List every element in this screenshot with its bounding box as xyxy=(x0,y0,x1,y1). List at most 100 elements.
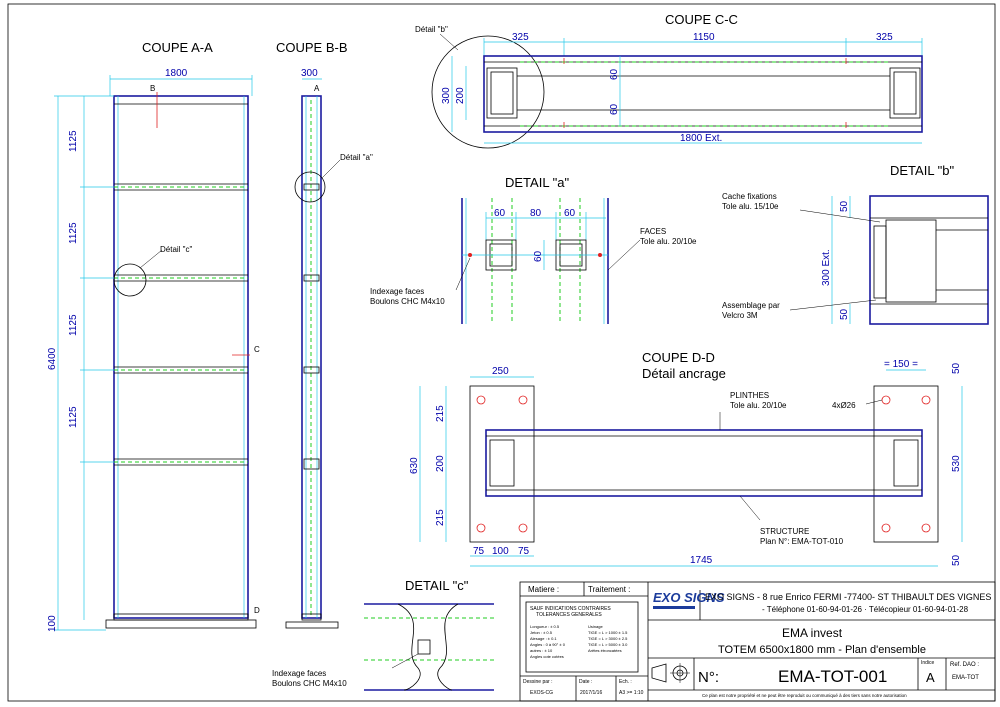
coupe-bb-view: COUPE B-B 300 A Détail "a" xyxy=(276,40,373,629)
detail-a-ref: Détail "a" xyxy=(340,153,373,162)
holes-label: 4xØ26 xyxy=(832,401,856,410)
coupe-aa-title: COUPE A-A xyxy=(142,40,213,55)
echelle-label: Ech. : xyxy=(619,679,632,685)
detail-ancrage-title: Détail ancrage xyxy=(642,366,726,381)
coupe-aa-height-dim: 6400 xyxy=(47,347,58,370)
sec-d-marker: D xyxy=(254,606,260,615)
cache-label-1: Cache fixations xyxy=(722,192,777,201)
coupe-dd-title: COUPE D-D xyxy=(642,350,715,365)
date-value: 2017/1/16 xyxy=(580,690,602,696)
coupe-bb-width-dim: 300 xyxy=(301,68,318,79)
coupe-cc-inner-dim: 200 xyxy=(455,87,466,104)
coupe-aa-view: COUPE A-A 1800 B C D Déta xyxy=(47,40,260,632)
dessine-par-value: EXOS-CG xyxy=(530,690,553,696)
detail-b-50b: 50 xyxy=(839,308,850,320)
tol-line-3: Alesage : ± 0.1 xyxy=(530,636,557,641)
ref-dao-label: Ref. DAO : xyxy=(950,662,979,668)
coupe-cc-right-dim: 325 xyxy=(876,32,893,43)
tol-right-2: TIGE = L > 1000 ± 1.5 xyxy=(588,630,628,635)
tol-line-5: autres : ± 10 xyxy=(530,648,553,653)
dd-100: 100 xyxy=(492,546,509,557)
company-line: EXO SIGNS - 8 rue Enrico FERMI -77400- S… xyxy=(705,592,991,602)
detail-a-60b: 60 xyxy=(564,208,576,219)
sec-a-marker: A xyxy=(314,84,320,93)
dd-50b: 50 xyxy=(951,554,962,566)
indice-value: A xyxy=(926,670,935,685)
coupe-dd-view: COUPE D-D Détail ancrage 250 = 150 = 215… xyxy=(409,350,963,567)
tol-line-2: Jeton : ± 0.5 xyxy=(530,630,553,635)
tol-title-1: SAUF INDICATIONS CONTRAIRES xyxy=(530,606,611,612)
dd-75a: 75 xyxy=(473,546,485,557)
no-label: N°: xyxy=(698,669,719,686)
sheet-border xyxy=(7,3,996,702)
footer-note: Ce plan est notre propriété et ne peut ê… xyxy=(702,693,907,698)
structure-label-2: Plan N°: EMA-TOT-010 xyxy=(760,537,844,546)
tol-title-2: TOLERANCES GENERALES xyxy=(536,612,602,618)
tol-line-1: Longueur : ± 0.5 xyxy=(530,624,560,629)
detail-c-title: DETAIL "c" xyxy=(405,578,469,593)
coupe-aa-seg-4: 1125 xyxy=(68,406,79,428)
faces-label-1: FACES xyxy=(640,227,666,236)
faces-label-2: Tole alu. 20/10e xyxy=(640,237,697,246)
dd-530: 530 xyxy=(951,455,962,472)
traitement-label: Traitement : xyxy=(588,585,630,594)
coupe-cc-60a: 60 xyxy=(609,68,620,80)
client-name: EMA invest xyxy=(782,626,843,640)
assemblage-label-1: Assemblage par xyxy=(722,301,780,310)
tol-line-4: Angles : 0 à 90° ± 0 xyxy=(530,642,566,647)
contact-line: - Téléphone 01-60-94-01-26 · Télécopieur… xyxy=(762,605,969,614)
logo-text: EXO SIGNS xyxy=(653,590,725,605)
assemblage-label-2: Velcro 3M xyxy=(722,311,758,320)
tol-right-5: Arêtes étroncatées xyxy=(588,648,622,653)
dd-215b: 215 xyxy=(435,509,446,526)
tol-right-4: TIGE = L > 5000 ± 3.0 xyxy=(588,642,628,647)
coupe-cc-view: COUPE C-C Détail "b" 325 1150 325 300 20… xyxy=(415,12,923,149)
matiere-label: Matiere : xyxy=(528,585,559,594)
coupe-aa-seg-1: 1125 xyxy=(68,130,79,152)
dd-200: 200 xyxy=(435,455,446,472)
coupe-cc-height-dim: 300 xyxy=(441,87,452,104)
coupe-cc-title: COUPE C-C xyxy=(665,12,738,27)
projection-symbol-icon xyxy=(651,663,690,683)
dessine-par-label: Dessine par : xyxy=(523,679,552,685)
coupe-cc-mid-dim: 1150 xyxy=(693,32,715,43)
tol-right-3: TIGE = L > 3000 ± 2.5 xyxy=(588,636,628,641)
tol-line-6: Angles cote cotées xyxy=(530,654,564,659)
detail-a-60v: 60 xyxy=(533,250,544,262)
dd-630: 630 xyxy=(409,457,420,474)
dd-215a: 215 xyxy=(435,405,446,422)
indice-label: Indice xyxy=(921,660,935,666)
tol-right-1: Usinage xyxy=(588,624,603,629)
detail-b-ref: Détail "b" xyxy=(415,25,448,34)
coupe-cc-60b: 60 xyxy=(609,103,620,115)
structure-label-1: STRUCTURE xyxy=(760,527,809,536)
dd-1745: 1745 xyxy=(690,555,713,566)
ref-dao-value: EMA-TOT xyxy=(952,675,979,681)
dd-250: 250 xyxy=(492,366,509,377)
detail-b-title: DETAIL "b" xyxy=(890,163,955,178)
indexage-label-2: Boulons CHC M4x10 xyxy=(370,297,445,306)
detail-c-ref: Détail "c" xyxy=(160,245,193,254)
dd-150: = 150 = xyxy=(884,359,918,370)
cache-label-2: Tole alu. 15/10e xyxy=(722,202,779,211)
dd-50a: 50 xyxy=(951,362,962,374)
detail-b-view: DETAIL "b" 50 300 Ext. 50 Cache fixation… xyxy=(722,163,989,325)
detail-a-view: DETAIL "a" 60 80 60 60 FACES Tole alu. 2… xyxy=(370,175,697,324)
detail-b-50a: 50 xyxy=(839,200,850,212)
title-block: Matiere : Traitement : SAUF INDICATIONS … xyxy=(519,581,996,702)
coupe-bb-title: COUPE B-B xyxy=(276,40,348,55)
coupe-aa-seg-3: 1125 xyxy=(68,314,79,336)
sec-c-marker: C xyxy=(254,345,260,354)
dd-75b: 75 xyxy=(518,546,530,557)
detail-c-view: DETAIL "c" Indexage faces Boulons CHC M4… xyxy=(272,578,494,691)
date-label: Date : xyxy=(579,679,592,685)
indexage-c-label-1: Indexage faces xyxy=(272,669,326,678)
coupe-aa-seg-2: 1125 xyxy=(68,222,79,244)
exo-signs-logo: EXO SIGNS xyxy=(653,590,725,609)
plinthes-label-2: Tole alu. 20/10e xyxy=(730,401,787,410)
project-name: TOTEM 6500x1800 mm - Plan d'ensemble xyxy=(718,644,926,656)
detail-a-60a: 60 xyxy=(494,208,506,219)
coupe-aa-width-dim: 1800 xyxy=(165,68,188,79)
sec-b-marker: B xyxy=(150,84,155,93)
